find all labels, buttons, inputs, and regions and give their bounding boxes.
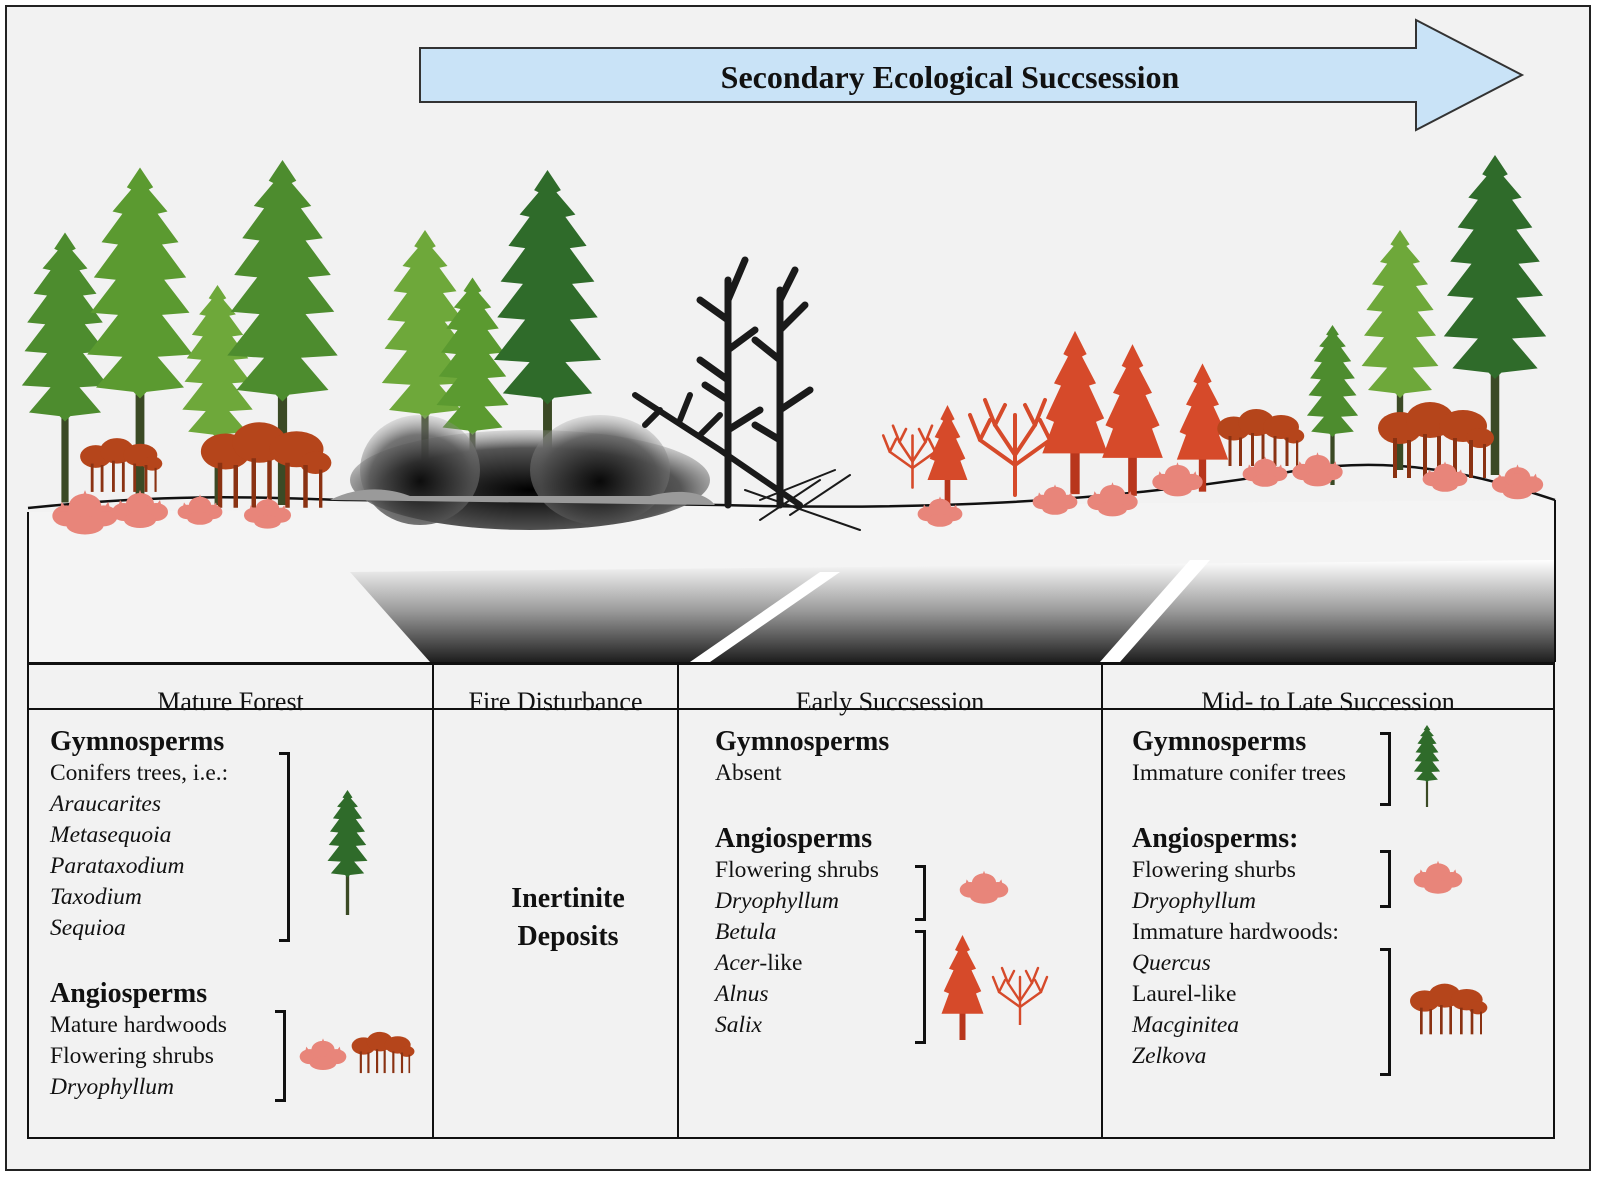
pink-shrub-icon: [1413, 860, 1463, 894]
taxon-macginitea: Macginitea: [1132, 1012, 1240, 1038]
taxon-zelkova: Zelkova: [1132, 1043, 1207, 1069]
taxon-taxodium: Taxodium: [50, 884, 142, 910]
taxon-betula: Betula: [715, 919, 777, 945]
early-gym-title: Gymnosperms: [715, 726, 890, 757]
late-shrubs: Flowering shurbs: [1132, 857, 1296, 883]
taxon-metasequoia: Metasequoia: [50, 822, 172, 848]
succession-landscape: [21, 18, 1556, 662]
mature-ang-title: Angiosperms: [50, 978, 208, 1009]
taxon-araucarites: Araucarites: [50, 791, 161, 817]
inertinite-deposits: Inertinite Deposits: [442, 880, 694, 956]
bracket-late-shrubs: [1380, 850, 1391, 908]
burnt-snags: [632, 256, 861, 531]
late-succession-content: Gymnosperms Immature conifer trees Angio…: [1132, 726, 1346, 1072]
mature-shrubs: Flowering shrubs: [50, 1043, 214, 1069]
late-dryophyllum: Dryophyllum: [1132, 888, 1257, 914]
table-bottom-border: [27, 1137, 1555, 1139]
early-gym-status: Absent: [715, 760, 782, 786]
header-mature-forest: Mature Forest: [157, 687, 304, 716]
succession-arrow: [419, 18, 1525, 132]
bracket-early-trees: [915, 930, 926, 1044]
mature-forest-trees: [21, 160, 338, 535]
pink-shrub-icon: [299, 1038, 347, 1070]
red-tree-icon: [941, 935, 984, 1040]
late-hardwoods: Immature hardwoods:: [1132, 919, 1339, 945]
hardwood-icon: [1410, 983, 1488, 1035]
header-divider: [27, 708, 1555, 710]
taxon-laurel-like: Laurel-like: [1132, 981, 1237, 1007]
bracket-late-hardwoods: [1380, 948, 1391, 1076]
early-ang-title: Angiosperms: [715, 823, 873, 854]
inertinite-line2: Deposits: [517, 921, 619, 952]
pink-shrub-icon: [959, 870, 1009, 904]
taxon-parataxodium: Parataxodium: [50, 853, 185, 879]
taxon-salix: Salix: [715, 1012, 762, 1038]
acer-genus: Acer: [715, 950, 760, 976]
table-top-border: [27, 662, 1555, 665]
mature-forest-content: Gymnosperms Conifers trees, i.e.: Arauca…: [50, 726, 228, 1103]
conifer-icon: [1413, 725, 1441, 807]
header-early-succession: Early Succsession: [795, 687, 985, 716]
column-divider-1: [432, 662, 434, 1139]
bracket-late-gym: [1380, 732, 1391, 806]
early-shrubs: Flowering shrubs: [715, 857, 879, 883]
taxon-sequioa: Sequioa: [50, 915, 126, 941]
red-branch-shrub-icon: [991, 966, 1049, 1025]
late-succession-plants: [1217, 155, 1547, 500]
mature-hardwoods: Mature hardwoods: [50, 1012, 227, 1038]
late-gym-desc: Immature conifer trees: [1132, 760, 1347, 786]
mature-dryophyllum: Dryophyllum: [50, 1074, 175, 1100]
hardwood-icon: [351, 1031, 415, 1074]
early-dryophyllum: Dryophyllum: [715, 888, 840, 914]
table-right-border: [1553, 662, 1555, 1139]
acer-suffix: -like: [759, 950, 803, 976]
banner-title: Secondary Ecological Succsession: [720, 59, 1180, 95]
soil-gradient: [350, 560, 1555, 662]
table-left-border: [27, 662, 29, 1139]
taxon-acer-like: Acer-like: [715, 948, 889, 979]
bracket-mature-gym: [279, 752, 290, 942]
conifer-icon: [327, 790, 368, 915]
late-ang-title: Angiosperms:: [1132, 823, 1299, 854]
bracket-early-shrubs: [915, 865, 926, 921]
header-fire-disturbance: Fire Disturbance: [468, 687, 643, 716]
late-gym-title: Gymnosperms: [1132, 726, 1307, 757]
fire-smoke: [330, 170, 715, 530]
mature-gym-title: Gymnosperms: [50, 726, 225, 757]
taxon-alnus: Alnus: [715, 981, 769, 1007]
column-divider-3: [1101, 662, 1103, 1139]
early-succession-content: Gymnosperms Absent Angiosperms Flowering…: [715, 726, 889, 1041]
header-late-succession: Mid- to Late Succession: [1201, 687, 1455, 716]
column-divider-2: [677, 662, 679, 1139]
mature-gym-intro: Conifers trees, i.e.:: [50, 760, 229, 786]
early-succession-plants: [881, 330, 1229, 527]
taxon-quercus: Quercus: [1132, 950, 1211, 976]
bracket-mature-ang: [275, 1010, 286, 1102]
inertinite-line1: Inertinite: [511, 883, 625, 914]
